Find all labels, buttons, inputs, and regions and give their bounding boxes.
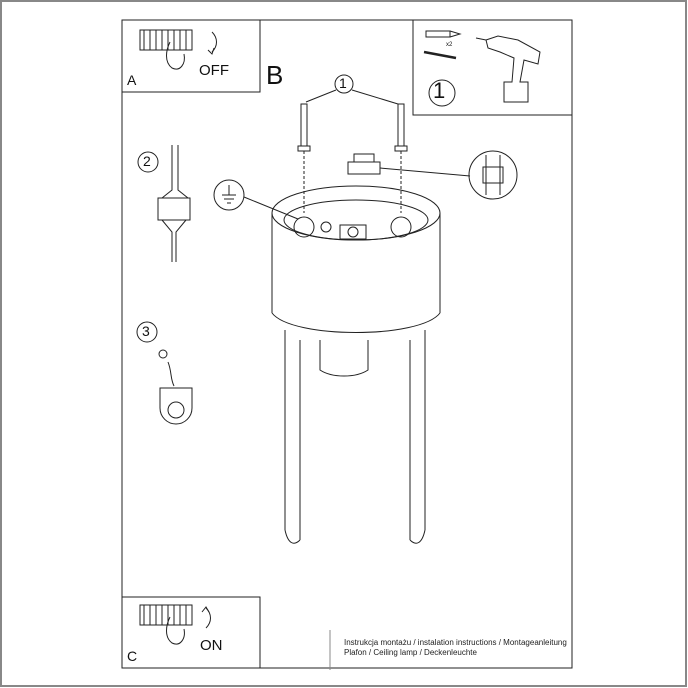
panel-a-box [121, 19, 261, 93]
step-1-circle [334, 74, 354, 94]
step-3-number: 3 [142, 323, 150, 339]
step-3-circle [136, 321, 158, 343]
terminal-block-icon [347, 153, 471, 177]
fuse-switch-off-icon [139, 29, 217, 70]
panel-a-action: OFF [199, 62, 229, 79]
terminal-detail-circle [468, 150, 518, 200]
ground-symbol-circle [213, 179, 245, 211]
tools-step-circle [428, 79, 456, 107]
tools-box [412, 19, 573, 116]
screw-icon [297, 103, 408, 213]
tools-step-number: 1 [433, 78, 446, 103]
quantity-label: x2 [446, 42, 453, 48]
step-2-circle [137, 151, 159, 173]
footer-line-1: Instrukcja montażu / instalation instruc… [344, 638, 567, 647]
wiring-connector-icon [157, 145, 191, 262]
panel-b-letter: B [266, 60, 284, 90]
step-1-number: 1 [339, 75, 347, 91]
ceiling-lamp [271, 185, 441, 544]
panel-c-letter: C [127, 648, 138, 664]
ground-terminal-icon [158, 349, 193, 425]
footer-line-2: Plafon / Ceiling lamp / Deckenleuchte [344, 648, 477, 657]
wall-plug-and-screw-icon [423, 30, 462, 60]
footer-text: Instrukcja montażu / instalation instruc… [344, 638, 567, 658]
step-2-number: 2 [143, 153, 151, 169]
drill-icon [475, 35, 541, 103]
panel-c-action: ON [200, 637, 223, 654]
panel-a-letter: A [127, 72, 137, 88]
panel-c-box [121, 596, 261, 669]
fuse-switch-on-icon [139, 604, 211, 645]
page-frame [121, 19, 573, 669]
